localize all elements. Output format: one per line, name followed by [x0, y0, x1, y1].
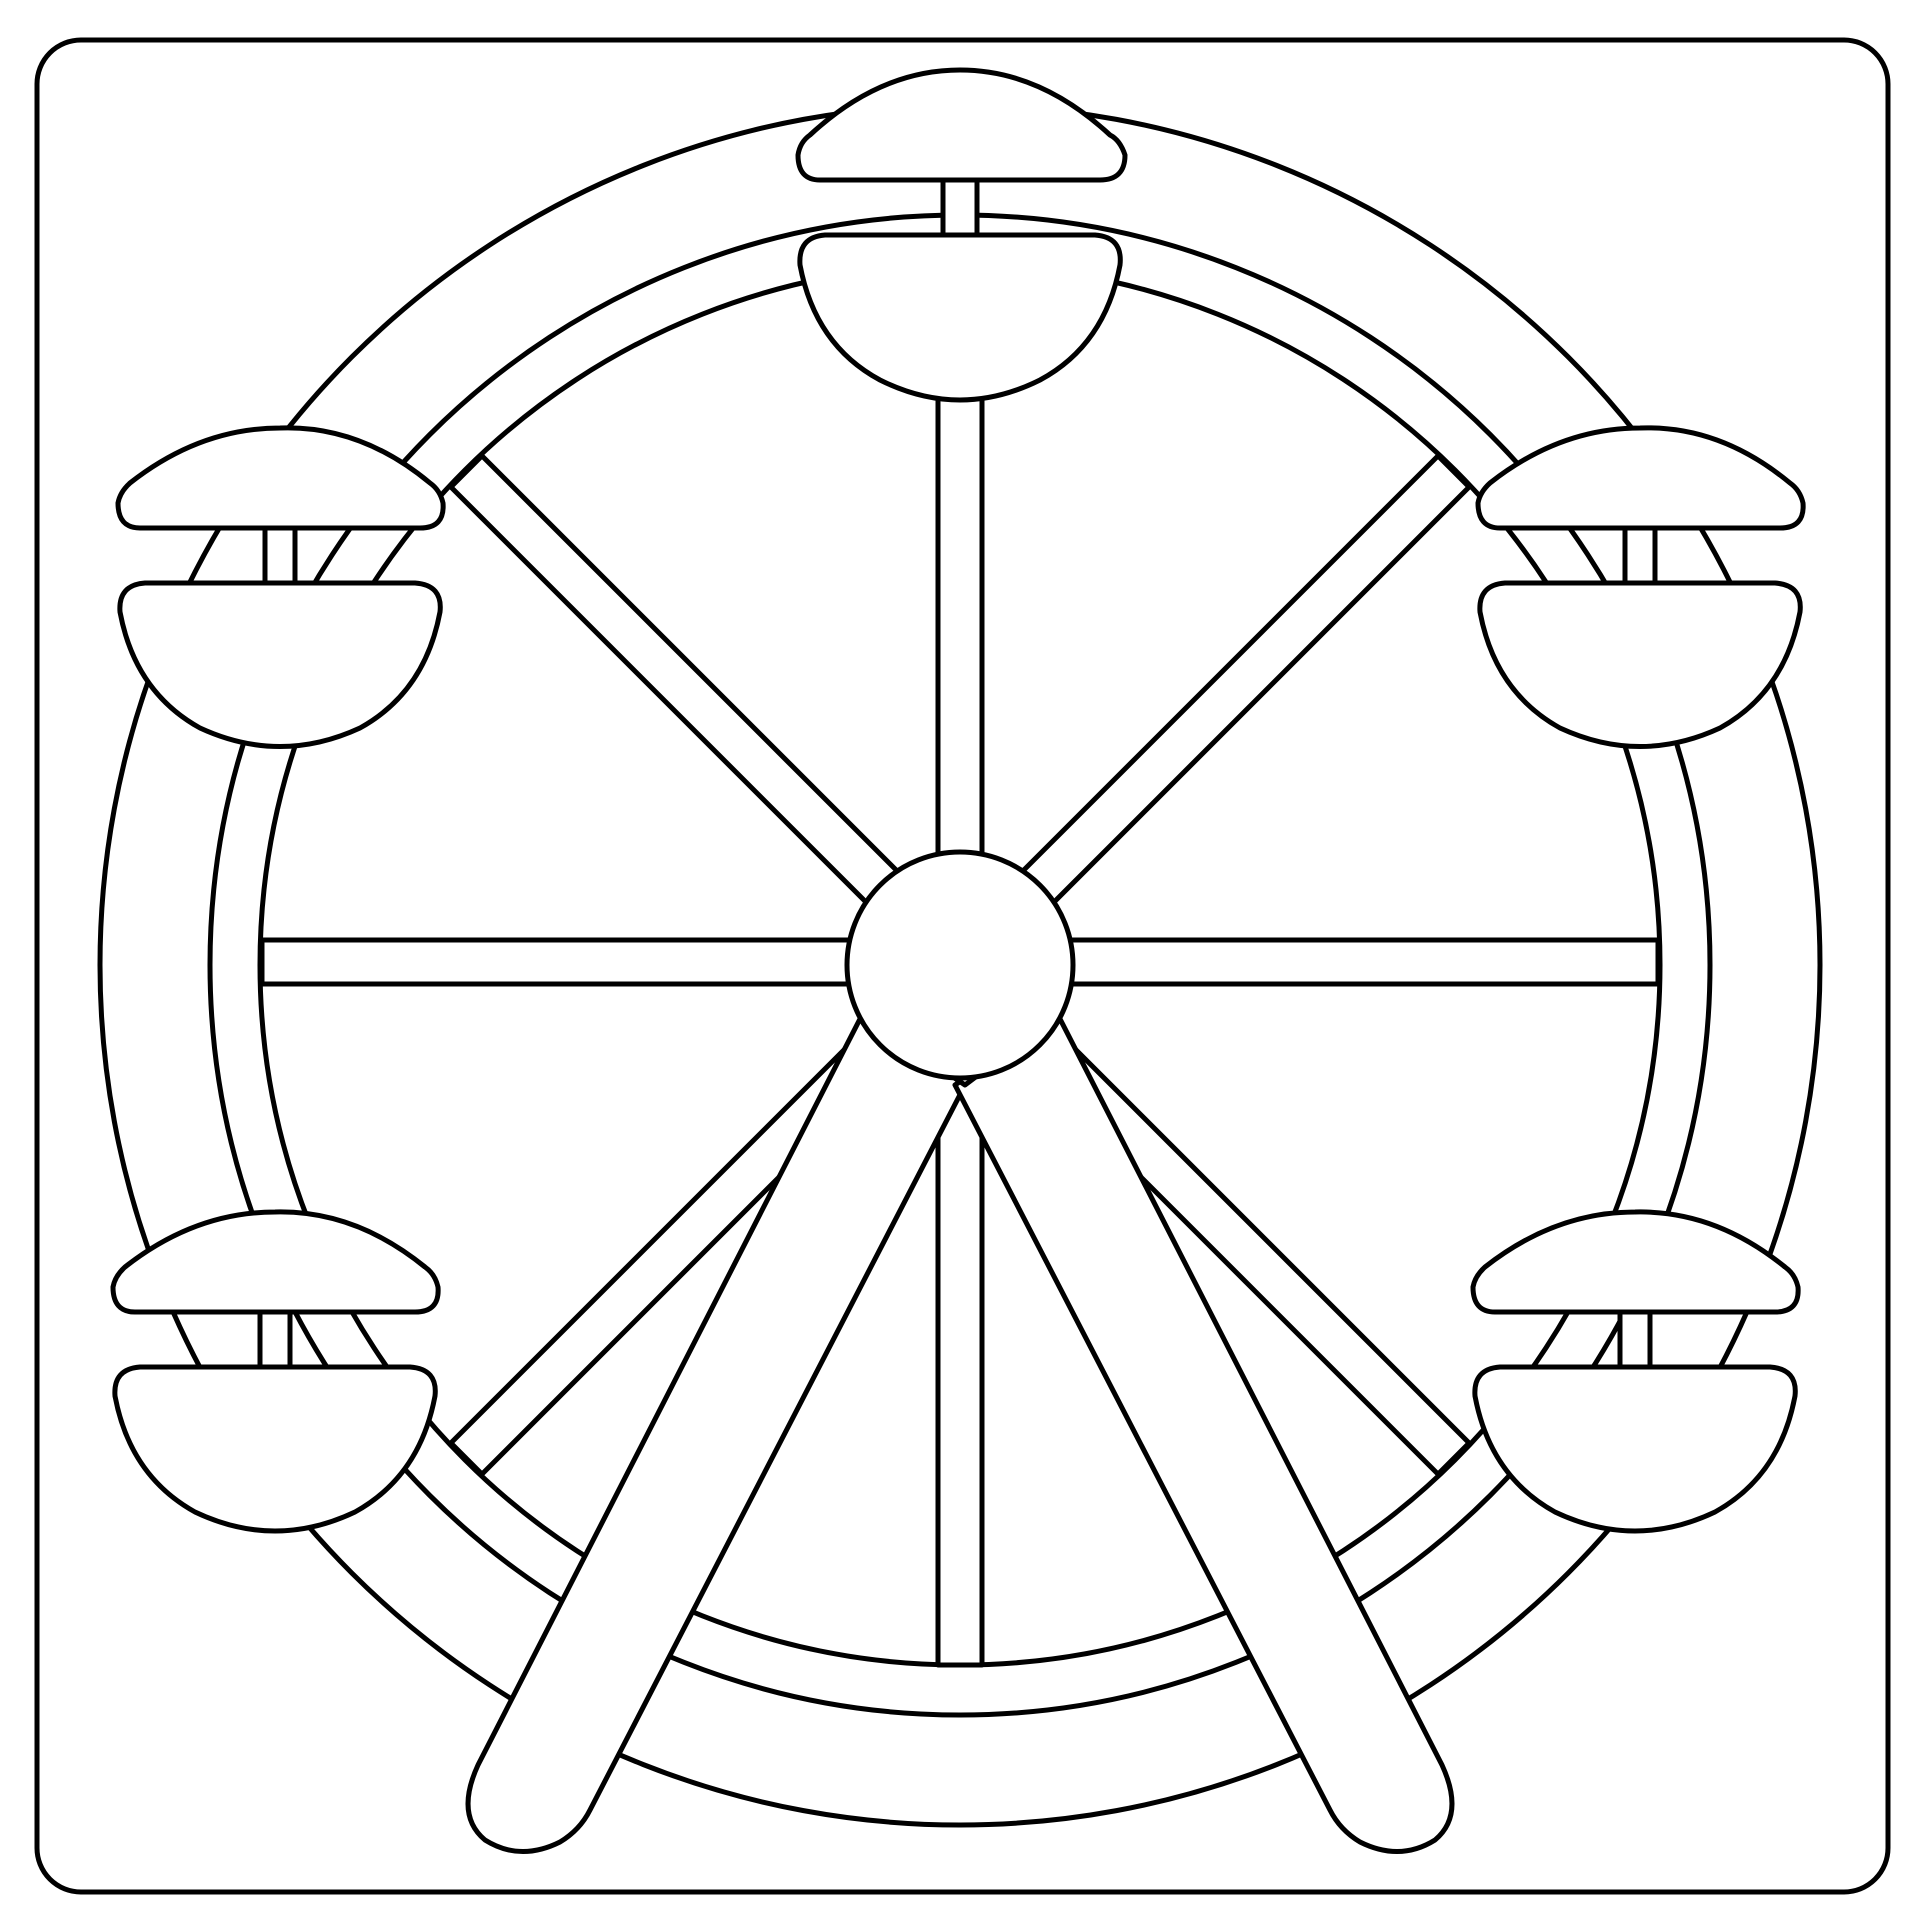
gondola-upper-left [115, 425, 446, 749]
hub [844, 849, 1076, 1081]
gondola-hanger [257, 1309, 293, 1370]
gondola-lower-left [110, 1209, 441, 1534]
gondola-cabin [117, 580, 443, 749]
support-leg-right [952, 1012, 1455, 1854]
gondola-cabin [1472, 1364, 1798, 1534]
gondola-upper-right [1475, 425, 1806, 749]
gondola-cabin [112, 1364, 438, 1534]
gondola-cabin [1477, 580, 1803, 749]
gondola-roof [115, 425, 446, 531]
gondola-cabin [797, 232, 1123, 403]
gondola-roof [1470, 1209, 1801, 1315]
page-border [34, 37, 1891, 1895]
gondola-lower-right [1470, 1209, 1801, 1534]
gondola-roof [1475, 425, 1806, 531]
gondola-roof [795, 67, 1128, 183]
gondola-hanger [1622, 525, 1658, 586]
gondola-hanger [1617, 1309, 1653, 1370]
gondola-hanger [940, 177, 980, 238]
support-leg-left [465, 1012, 968, 1854]
gondola-roof [110, 1209, 441, 1315]
gondola-hanger [262, 525, 298, 586]
gondola-top [795, 67, 1128, 403]
